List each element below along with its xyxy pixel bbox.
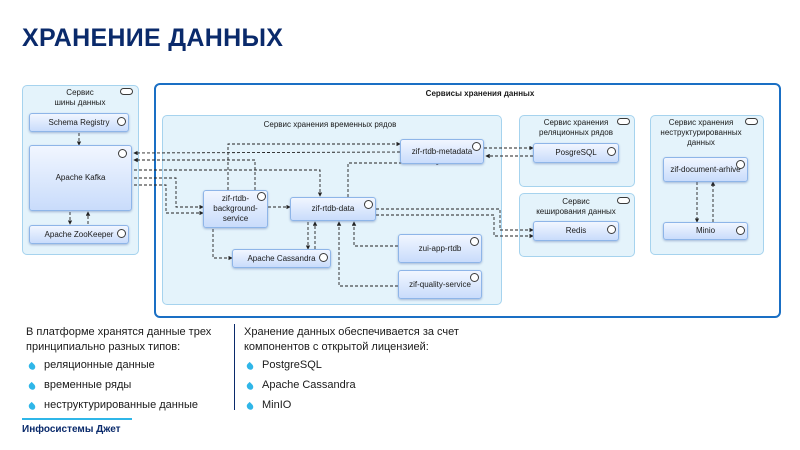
group-icon [617,118,630,125]
relational-service-label: Сервис хранения реляционных рядов [539,118,613,137]
bus-service-label: Сервис шины данных [54,88,106,107]
node-label: PosgreSQL [555,148,597,157]
arrow-app-data [351,221,398,247]
arrow-data-redis [376,208,534,233]
database-icon [118,149,127,158]
app-rtdb-node: zui-app-rtdb [398,234,482,263]
arrow-background-cassandra [212,224,233,261]
right-intro-text: Хранение данных обеспечивается за счет к… [244,326,459,353]
schema-registry-node: Schema Registry [29,113,129,132]
document-archive-node: zif-document-arhive [663,157,748,182]
caching-service-label: Сервис кеширования данных [536,197,616,216]
right-list-item: PostgreSQL [262,359,322,371]
database-icon [470,237,479,246]
group-icon [617,197,630,204]
node-label: Apache Cassandra [247,253,316,263]
left-list-item: неструктурированные данные [44,399,198,411]
node-label: zif-rtdb- background- service [213,194,258,223]
redis-node: Redis [533,221,619,241]
node-label: zui-app-rtdb [418,243,462,253]
database-icon [470,273,479,282]
database-icon [736,160,745,169]
cassandra-node: Apache Cassandra [232,249,331,268]
brand-logo-text: Инфосистемы Джет [22,424,121,435]
database-icon [472,142,481,151]
node-label: zif-rtdb-data [311,204,355,213]
group-icon [120,88,133,95]
arrow-data-metadata [347,160,441,197]
timeseries-service-label: Сервис хранения временных рядов [263,120,397,129]
node-label: zif-quality-service [409,279,471,289]
page-title: ХРАНЕНИЕ ДАННЫХ [22,24,284,52]
rtdb-data-node: zif-rtdb-data [290,197,376,221]
left-intro-text: В платформе хранятся данные трех принцип… [26,326,212,353]
database-icon [117,117,126,126]
right-list-item: MinIO [262,399,292,411]
storage-services-label: Сервисы хранения данных [425,89,535,98]
left-list-item: временные ряды [44,379,132,391]
node-label: Schema Registry [48,117,110,127]
brand-underline [22,418,132,420]
divider [234,324,235,410]
kafka-node: Apache Kafka [29,145,132,211]
arrow-kafka-data [134,169,323,197]
postgres-node: PosgreSQL [533,143,619,163]
group-icon [745,118,758,125]
minio-node: Minio [663,222,748,240]
zookeeper-node: Apache ZooKeeper [29,225,129,244]
arrow-data-redis-2 [376,214,534,239]
arrow-background-kafka [133,157,256,190]
database-icon [319,253,328,262]
right-list-item: Apache Cassandra [262,379,356,391]
database-icon [117,229,126,238]
metadata-node: zif-rtdb-metadata [400,139,484,164]
left-list-item: реляционные данные [44,359,155,371]
arrow-kafka-background-2 [134,184,204,216]
node-label: Apache Kafka [55,173,106,182]
database-icon [364,200,373,209]
database-icon [607,147,616,156]
arrow-quality-data [336,221,398,287]
node-label: Redis [565,226,587,235]
node-label: zif-rtdb-metadata [411,146,473,156]
database-icon [736,226,745,235]
node-label: Apache ZooKeeper [44,229,114,239]
node-label: Minio [695,226,716,235]
quality-service-node: zif-quality-service [398,270,482,299]
arrow-kafka-background [134,177,204,210]
unstructured-service-label: Сервис хранения неструктурированных данн… [660,118,742,147]
arrow-background-metadata [227,141,401,190]
database-icon [257,192,266,201]
arrow-metadata-kafka [133,150,401,156]
node-label: zif-document-arhive [670,164,741,174]
database-icon [607,225,616,234]
